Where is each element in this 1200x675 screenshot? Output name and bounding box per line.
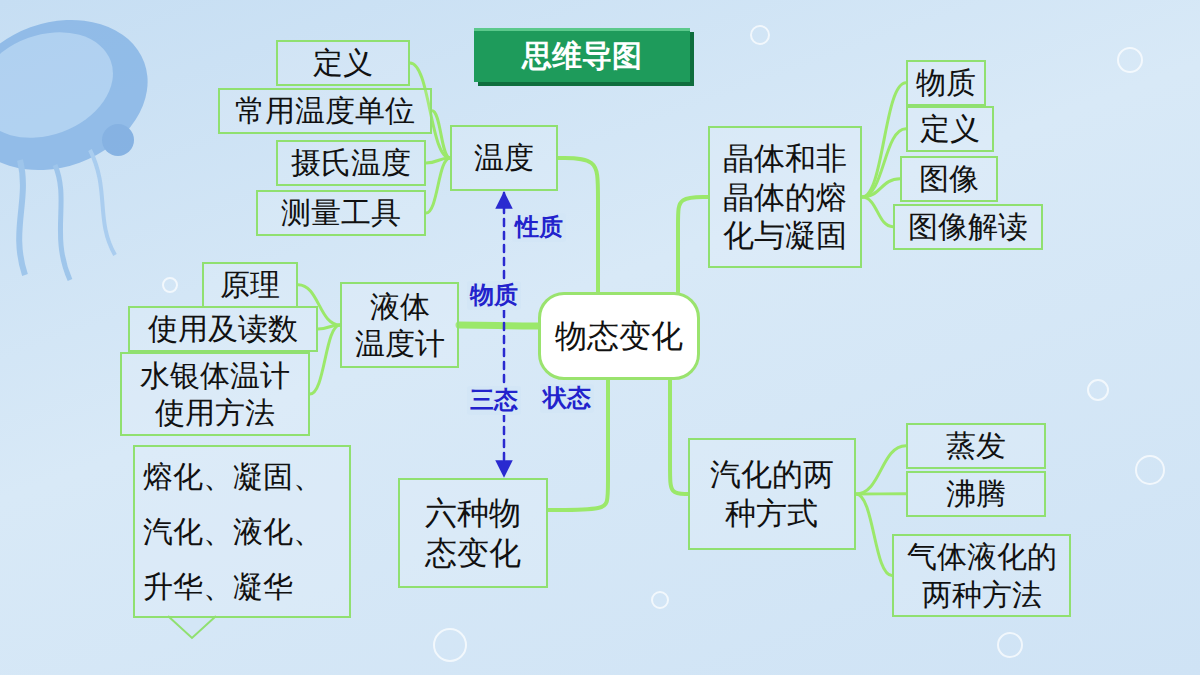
branch-line — [856, 492, 906, 495]
node-text: 气体液化的 两种方法 — [902, 538, 1061, 613]
topic-box: 测量工具 — [256, 190, 426, 236]
node-text: 汽化的两 种方式 — [705, 455, 838, 533]
node-text: 温度 — [474, 139, 534, 177]
topic-box: 定义 — [906, 106, 994, 152]
node-text: 沸腾 — [946, 475, 1006, 513]
node-text: 物态变化 — [555, 316, 683, 356]
node-text: 图像 — [919, 160, 979, 198]
node-text: 原理 — [220, 266, 280, 304]
branch-line — [856, 494, 892, 576]
topic-box: 气体液化的 两种方法 — [892, 534, 1071, 617]
topic-box: 常用温度单位 — [218, 88, 432, 134]
topic-box: 定义 — [276, 40, 410, 86]
node-text: 使用及读数 — [148, 310, 298, 348]
relation-label: 状态 — [540, 384, 594, 413]
node-text: 定义 — [313, 44, 373, 82]
topic-box: 物质 — [906, 60, 986, 106]
branch-line — [432, 111, 450, 158]
jellyfish — [0, 0, 169, 280]
node-text: 水银体温计 使用方法 — [136, 357, 295, 432]
node-text: 液体 温度计 — [350, 288, 449, 363]
central-topic: 物态变化 — [538, 292, 700, 380]
callout-tail — [168, 616, 216, 638]
relation-label: 性质 — [512, 213, 566, 242]
node-text: 熔化、凝固、 汽化、液化、 升华、凝华 — [143, 449, 332, 614]
relation-label: 三态 — [467, 386, 521, 415]
topic-box: 液体 温度计 — [340, 282, 459, 368]
node-text: 物质 — [916, 64, 976, 102]
topic-box: 晶体和非 晶体的熔 化与凝固 — [708, 126, 862, 268]
node-text: 晶体和非 晶体的熔 化与凝固 — [718, 139, 851, 255]
title-text: 思维导图 — [522, 36, 642, 77]
dashed-arrow — [503, 193, 506, 476]
topic-box: 蒸发 — [906, 423, 1046, 469]
node-text: 图像解读 — [908, 208, 1028, 246]
topic-box: 温度 — [450, 125, 558, 191]
branch-line — [426, 158, 450, 213]
branch-line — [862, 179, 900, 197]
topic-box: 图像解读 — [893, 204, 1043, 250]
topic-box: 汽化的两 种方式 — [688, 438, 856, 550]
branch-line — [856, 446, 906, 494]
node-text: 测量工具 — [281, 194, 401, 232]
topic-box: 水银体温计 使用方法 — [120, 352, 310, 436]
node-text: 常用温度单位 — [235, 92, 415, 130]
relation-label: 物质 — [467, 281, 521, 310]
branch-line — [678, 197, 708, 292]
branch-line — [670, 380, 688, 494]
node-text: 定义 — [920, 110, 980, 148]
node-text: 摄氏温度 — [291, 144, 411, 182]
topic-box: 使用及读数 — [128, 306, 318, 352]
topic-box: 摄氏温度 — [276, 140, 426, 186]
branch-line — [459, 325, 538, 326]
branch-line — [862, 197, 893, 227]
topic-box: 原理 — [202, 262, 298, 308]
callout-box: 熔化、凝固、 汽化、液化、 升华、凝华 — [133, 445, 351, 618]
node-text: 六种物 态变化 — [420, 493, 526, 573]
topic-box: 六种物 态变化 — [398, 478, 548, 588]
topic-box: 沸腾 — [906, 471, 1046, 517]
topic-box: 图像 — [900, 156, 998, 202]
title-banner: 思维导图 — [474, 28, 690, 82]
node-text: 蒸发 — [946, 427, 1006, 465]
